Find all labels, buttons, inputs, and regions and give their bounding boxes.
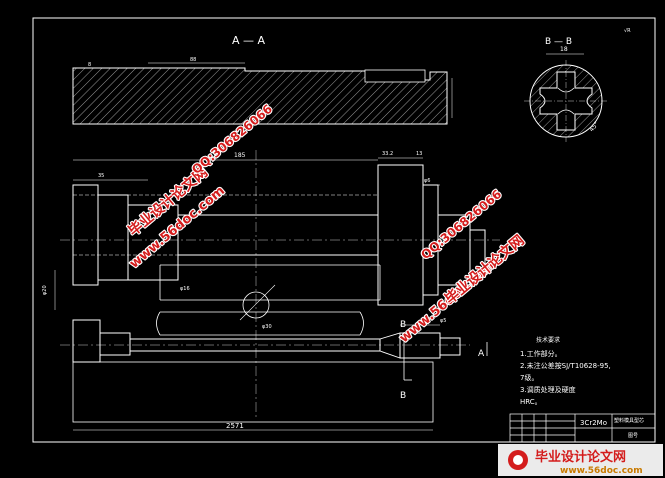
dim-bb-width: 18 [560, 46, 568, 53]
dim-aa-top: 88 [190, 57, 196, 63]
dim-left-dia: φ20 [42, 285, 48, 295]
dim-right-width: 13 [416, 151, 422, 157]
title-drawing-no: 图号 [628, 433, 638, 439]
title-block [509, 413, 656, 443]
tech-req-line-1: 1.工作部分。 [520, 349, 562, 358]
tech-req-line-4: 3.调质处理及硬度 [520, 385, 576, 394]
dimension-labels: 185 35 φ20 33.2 13 φ6 φ30 φ16 φ5 2571 B … [42, 151, 485, 430]
tech-req-line-2: 2.未注公差按SJ/T10628-95, [520, 361, 611, 370]
tech-req-line-5: HRC。 [520, 398, 542, 406]
footer-brand-name: 毕业设计论文网 [535, 449, 626, 465]
section-bb-label: B — B [545, 37, 572, 47]
dim-overall-length: 2571 [226, 422, 244, 430]
section-aa-view: A — A 88 8 [72, 34, 453, 125]
main-view [54, 150, 500, 431]
watermark-left: 毕业设计论文网 毕业设计论文网 www.56doc.com www.56doc.… [124, 101, 276, 273]
drawing-border [32, 17, 656, 443]
section-mark-b-bottom: B [400, 391, 406, 401]
dim-center-note: φ30 [262, 324, 272, 330]
tech-requirements: 技术要求 1.工作部分。 2.未注公差按SJ/T10628-95, 7级。 3.… [520, 336, 611, 406]
corner-mark: √R [624, 28, 631, 34]
title-part-name: 塑料模具型芯 [614, 417, 644, 424]
dim-aa-side: 8 [88, 62, 91, 68]
watermark-right: QQ:306826066 QQ:306826066 www.56doc.com … [396, 186, 529, 347]
footer-brand-url: www.56doc.com [560, 466, 643, 476]
section-bb-view: B — B 18 45° [524, 37, 608, 142]
tech-req-line-3: 7级。 [520, 373, 538, 382]
footer-brand: 毕业设计论文网 www.56doc.com [498, 444, 663, 476]
dim-top-span: 185 [234, 152, 246, 159]
title-material: 3Cr2Mo [580, 419, 607, 427]
tech-req-title: 技术要求 [536, 336, 560, 344]
dim-left-step: 35 [98, 173, 104, 179]
dim-right-top: 33.2 [382, 151, 393, 157]
section-aa-label: A — A [232, 34, 266, 47]
watermark-right-qq: QQ:306826066 [418, 187, 504, 262]
dim-bottom-right: φ5 [440, 318, 446, 324]
dim-bottom-mid: φ16 [180, 286, 190, 292]
section-mark-b-top: B [400, 320, 406, 330]
dim-right-small: φ6 [424, 178, 430, 184]
section-mark-a: A [478, 349, 485, 359]
